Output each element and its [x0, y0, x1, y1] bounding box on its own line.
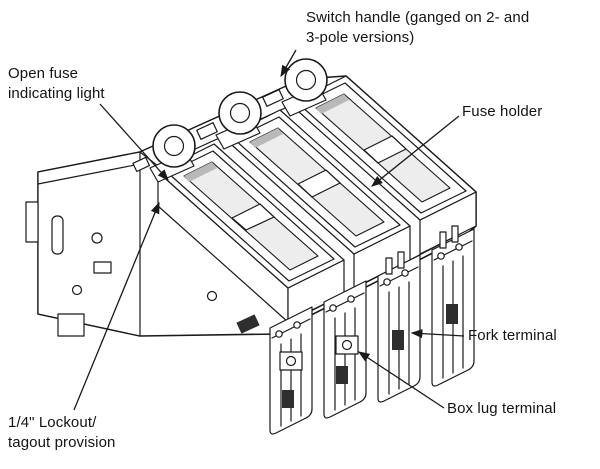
mounting-plate	[25, 151, 141, 337]
lug-screw	[341, 339, 353, 351]
terminal-block	[431, 225, 475, 387]
fuse-holder-module	[223, 109, 411, 255]
fuse-holder-module	[157, 143, 345, 289]
label-fuse-holder: Fuse holder	[462, 103, 543, 120]
label-box-lug: Box lug terminal	[447, 400, 557, 417]
plate-hole	[91, 232, 103, 244]
label-switch-handle: Switch handle (ganged on 2- and 3-pole v…	[306, 9, 530, 47]
plate-hole	[71, 284, 83, 296]
fuse-holder-module	[289, 75, 477, 221]
switch-handle-leader-line	[280, 49, 297, 78]
terminal-screw-hole	[293, 321, 301, 329]
fork-terminal-prong	[385, 257, 393, 275]
terminal-slot	[446, 304, 458, 324]
lockout-leader-line	[73, 201, 160, 411]
terminal-screw-hole	[329, 304, 337, 312]
leader-lines	[73, 49, 465, 411]
terminal-screw-hole	[437, 252, 445, 260]
open-fuse-leader-line	[99, 103, 169, 181]
plate-mounting-ear	[25, 201, 39, 243]
plate-face	[37, 151, 141, 337]
terminal-slot	[336, 366, 348, 384]
fork-terminal-prong	[397, 251, 405, 269]
fuse-window-crossbar	[231, 203, 275, 231]
terminal-block	[377, 251, 421, 403]
terminal-screw-hole	[401, 269, 409, 277]
fuse-window-shade	[250, 128, 283, 148]
label-lockout: 1/4" Lockout/ tagout provision	[8, 414, 116, 452]
label-open-fuse-light: Open fuse indicating light	[8, 65, 105, 103]
terminal-screw-hole	[347, 295, 355, 303]
terminal-block	[269, 306, 313, 435]
edge-tab	[196, 122, 218, 140]
plate-top-edge-line	[37, 163, 141, 185]
fuse-window-shade	[184, 162, 217, 182]
switch-handle-ring-inner	[295, 69, 317, 91]
edge-tab	[132, 156, 151, 173]
body-hole	[206, 290, 218, 302]
terminal-screw-hole	[455, 243, 463, 251]
plate-bottom-tab	[57, 313, 85, 337]
plate-cutout	[93, 261, 112, 274]
switch-handle-ring-inner	[163, 135, 185, 157]
terminal-screw-hole	[383, 278, 391, 286]
fuse-holder-leader-line	[370, 115, 460, 187]
terminal-slot	[392, 330, 404, 350]
terminal-block	[323, 280, 367, 419]
plate-slot-hole	[51, 215, 64, 255]
fork-terminal-prong	[451, 225, 459, 243]
edge-tab	[262, 89, 284, 107]
lug-screw	[285, 355, 297, 367]
terminal-slot	[282, 390, 294, 408]
brand-mark	[236, 314, 260, 334]
fork-terminal-leader-line	[410, 329, 465, 339]
fork-terminal-prong	[439, 231, 447, 249]
terminal-screw-hole	[275, 330, 283, 338]
box-lug-leader-line	[357, 351, 445, 409]
fuse-window-shade	[316, 94, 349, 114]
fuse-window-crossbar	[363, 135, 407, 164]
fuse-window-crossbar	[297, 169, 341, 198]
label-fork-terminal: Fork terminal	[468, 327, 557, 344]
switch-handle-ring-inner	[229, 102, 251, 124]
